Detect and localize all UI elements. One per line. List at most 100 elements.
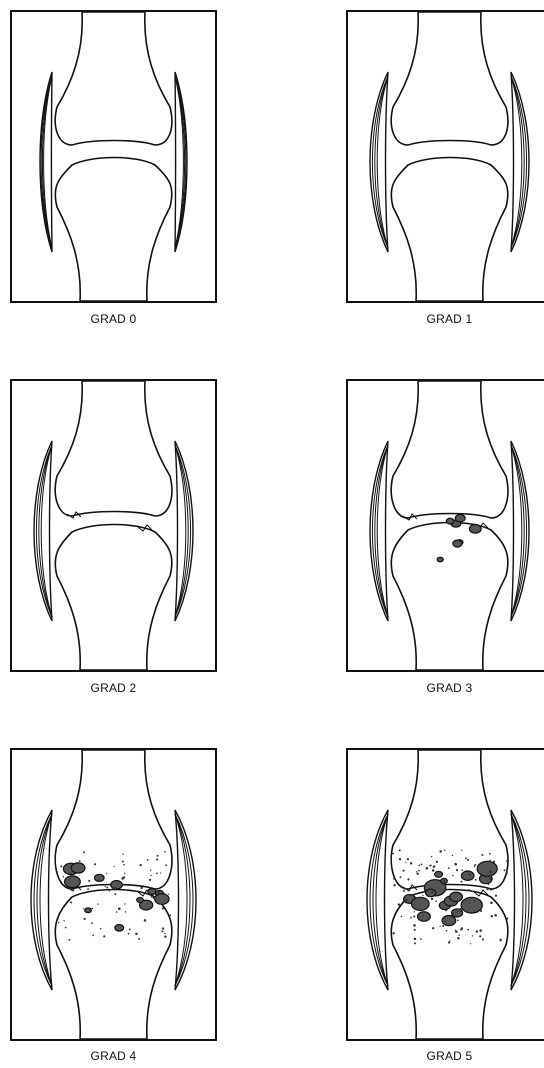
sclerosis-dot <box>432 927 434 929</box>
sclerosis-dot <box>431 898 433 900</box>
sclerosis-dot <box>476 930 478 932</box>
sclerosis-dot <box>490 875 491 876</box>
bone-cyst <box>455 515 465 522</box>
sclerosis-dot <box>468 889 470 891</box>
sclerosis-dot <box>158 891 160 893</box>
sclerosis-dot <box>444 850 445 851</box>
sclerosis-dot <box>157 855 159 857</box>
sclerosis-dot <box>444 920 446 922</box>
sclerosis-dot <box>432 869 435 872</box>
sclerosis-dot <box>123 876 125 878</box>
joint-panel-grade-2 <box>10 379 217 672</box>
upper-bone <box>391 381 508 518</box>
sclerosis-dot <box>431 891 433 893</box>
sclerosis-dot <box>407 878 409 880</box>
upper-bone <box>55 12 172 145</box>
sclerosis-dot <box>150 870 151 871</box>
joint-panel-grade-0 <box>10 10 217 303</box>
joint-panel-grade-1 <box>346 10 544 303</box>
sclerosis-dot <box>162 907 164 909</box>
sclerosis-dot <box>452 913 453 914</box>
sclerosis-dot <box>436 861 438 863</box>
sclerosis-dot <box>92 935 94 937</box>
sclerosis-dot <box>401 916 403 918</box>
sclerosis-dot <box>164 851 166 853</box>
sclerosis-dot <box>135 933 138 936</box>
bone-cyst <box>450 892 463 902</box>
sclerosis-dot <box>456 869 458 871</box>
sclerosis-dot <box>452 875 453 876</box>
sclerosis-dot <box>105 886 106 887</box>
sclerosis-dot <box>469 874 471 876</box>
sclerosis-dot <box>489 853 491 855</box>
bone-cyst <box>461 897 482 913</box>
bone-cyst <box>453 540 462 547</box>
sclerosis-dot <box>97 903 98 904</box>
sclerosis-dot <box>400 885 402 887</box>
sclerosis-dot <box>79 860 81 862</box>
sclerosis-dot <box>164 933 165 934</box>
sclerosis-dot <box>419 897 421 899</box>
sclerosis-dot <box>58 918 59 919</box>
sclerosis-dot <box>474 900 476 902</box>
caption-grade-0: GRAD 0 <box>10 312 217 326</box>
sclerosis-dot <box>457 919 459 921</box>
sclerosis-dot <box>124 873 125 874</box>
sclerosis-dot <box>125 911 127 913</box>
sclerosis-dot <box>414 942 416 944</box>
sclerosis-dot <box>144 919 147 922</box>
sclerosis-dot <box>151 896 153 898</box>
sclerosis-dot <box>426 867 429 870</box>
sclerosis-dot <box>168 893 169 894</box>
sclerosis-dot <box>457 937 460 940</box>
lower-bone <box>391 158 508 302</box>
sclerosis-dot <box>124 903 125 904</box>
sclerosis-dot <box>118 907 121 910</box>
sclerosis-dot <box>416 871 417 872</box>
sclerosis-dot <box>63 876 65 878</box>
sclerosis-dot <box>108 890 109 891</box>
sclerosis-dot <box>398 903 400 905</box>
lower-bone <box>391 523 508 671</box>
sclerosis-dot <box>480 910 482 912</box>
sclerosis-dot <box>461 850 462 851</box>
sclerosis-dot <box>461 869 463 871</box>
sclerosis-dot <box>106 887 108 889</box>
sclerosis-dot <box>449 940 450 941</box>
sclerosis-dot <box>410 862 412 864</box>
sclerosis-dot <box>147 859 149 861</box>
sclerosis-dot <box>439 926 440 927</box>
sclerosis-dot <box>421 863 423 865</box>
sclerosis-dot <box>405 899 407 901</box>
sclerosis-dot <box>400 876 402 878</box>
sclerosis-dot <box>490 901 493 904</box>
bone-cyst <box>426 889 436 897</box>
sclerosis-dot <box>462 914 463 915</box>
sclerosis-dot <box>410 917 412 919</box>
bone-cyst <box>435 871 443 877</box>
sclerosis-dot <box>487 888 489 890</box>
sclerosis-dot <box>482 938 484 940</box>
joint-illustration-grade-1 <box>348 12 544 301</box>
sclerosis-dot <box>88 880 90 882</box>
sclerosis-dot <box>490 888 493 891</box>
sclerosis-dot <box>91 922 93 924</box>
bone-cyst <box>65 876 81 888</box>
joint-illustration-grade-2 <box>12 381 215 670</box>
bone-cyst <box>442 916 456 926</box>
lower-bone <box>55 890 172 1040</box>
sclerosis-dot <box>481 854 483 856</box>
upper-bone <box>391 12 508 145</box>
lower-bone <box>55 158 172 302</box>
sclerosis-dot <box>455 930 457 932</box>
sclerosis-dot <box>392 853 394 855</box>
bone-cyst <box>437 557 443 562</box>
sclerosis-dot <box>91 908 93 910</box>
sclerosis-dot <box>479 929 482 932</box>
sclerosis-dot <box>489 860 491 862</box>
sclerosis-dot <box>128 933 130 935</box>
joint-illustration-grade-3 <box>348 381 544 670</box>
sclerosis-dot <box>414 938 417 941</box>
sclerosis-dot <box>94 863 96 865</box>
sclerosis-dot <box>414 911 415 912</box>
